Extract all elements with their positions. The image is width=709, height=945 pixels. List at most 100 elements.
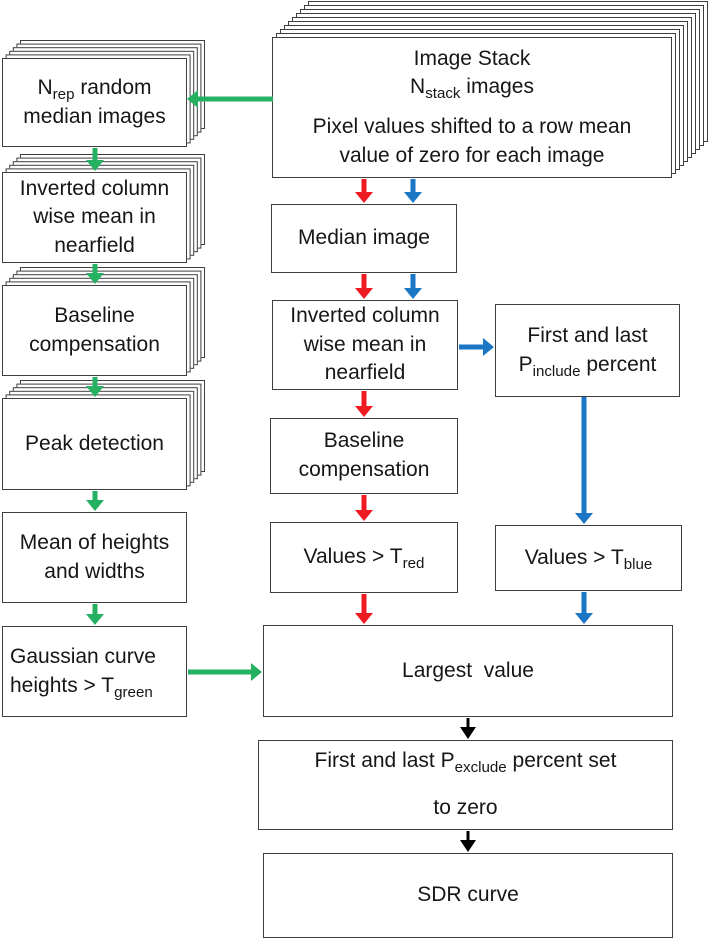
image-stack-description: Pixel values shifted to a row mean value… (312, 115, 632, 167)
arrow-head (187, 90, 198, 108)
node-label: SDR curve (417, 883, 519, 907)
label-subscript: green (114, 683, 153, 701)
exclude-line2: to zero (433, 796, 498, 819)
arrow-shaft (92, 491, 98, 502)
node-label: Nrep random median images (3, 74, 186, 131)
arrow-red-down-3 (355, 391, 373, 417)
node-face: Inverted column wise mean in nearfield (2, 172, 187, 263)
node-label: Baseline compensation (29, 303, 160, 356)
label-subscript: rep (52, 86, 75, 104)
arrow-shaft (92, 377, 98, 388)
arrow-head (355, 288, 373, 299)
node-label: Mean of heights and widths (19, 530, 170, 583)
node-face: Peak detection (2, 398, 187, 490)
arrow-head (460, 840, 476, 852)
node-face: Image Stack Nstack images Pixel values s… (272, 37, 672, 178)
arrow-green-gaussian-to-largest (188, 663, 262, 681)
label-text: random median images (23, 75, 166, 128)
arrow-green-down-3 (86, 377, 104, 397)
node-values-above-t-blue: Values > Tblue (495, 525, 682, 591)
node-label: Values > Tblue (496, 544, 681, 573)
arrow-blue-down-1 (404, 179, 422, 203)
arrow-green-stack-to-nrep (187, 90, 273, 108)
arrow-shaft (361, 495, 367, 512)
node-inverted-columnwise-mean-mid: Inverted column wise mean in nearfield (272, 300, 458, 390)
node-face: Nrep random median images (2, 58, 187, 147)
arrow-shaft (188, 669, 252, 675)
node-face: Baseline compensation (2, 285, 187, 376)
arrow-shaft (92, 264, 98, 275)
label-text: N (410, 75, 426, 99)
arrow-head (404, 192, 422, 203)
node-label: Inverted column wise mean in nearfield (290, 304, 440, 385)
arrow-head (355, 510, 373, 521)
image-stack-title: Image Stack (413, 46, 531, 70)
arrow-head (86, 386, 104, 397)
label-subscript: exclude (454, 759, 507, 777)
node-label: First and last Pexclude percent set to z… (259, 747, 672, 822)
label-text: Largest value (402, 658, 534, 682)
node-label: Largest value (264, 657, 672, 686)
node-mean-heights-widths: Mean of heights and widths (2, 512, 187, 603)
arrow-head (86, 273, 104, 284)
arrow-green-down-4 (86, 491, 104, 511)
arrow-shaft (197, 96, 273, 102)
arrow-green-down-2 (86, 264, 104, 284)
node-nrep-random-median-images: Nrep random median images (2, 40, 205, 147)
label-text: N (37, 75, 53, 99)
label-text: First and last P (518, 323, 648, 376)
arrow-shaft (466, 718, 470, 728)
node-inverted-columnwise-mean-left: Inverted column wise mean in nearfield (2, 154, 205, 263)
node-label: Inverted column wise mean in nearfield (19, 176, 170, 257)
node-exclude-percent-zero: First and last Pexclude percent set to z… (258, 740, 673, 830)
node-sdr-curve: SDR curve (263, 853, 673, 938)
arrow-shaft (410, 274, 416, 290)
arrow-head (483, 338, 494, 356)
arrow-head (86, 500, 104, 511)
arrow-shaft (361, 391, 367, 408)
node-image-stack: Image Stack Nstack images Pixel values s… (272, 1, 708, 178)
arrow-head (355, 406, 373, 417)
arrow-shaft (466, 831, 470, 841)
label-text: Values > T (524, 545, 624, 569)
node-label: Image Stack Nstack images Pixel values s… (273, 45, 671, 170)
arrow-head (575, 613, 593, 624)
node-label: First and last Pinclude percent (496, 322, 679, 379)
node-label: Median image (298, 226, 430, 250)
arrow-green-down-5 (86, 604, 104, 625)
label-text: images (460, 75, 534, 99)
arrow-black-largest-to-exclude (459, 718, 477, 739)
arrow-red-down-4 (355, 495, 373, 521)
node-baseline-compensation-left: Baseline compensation (2, 267, 205, 376)
arrow-shaft (92, 148, 98, 162)
label-text: Values > T (303, 545, 403, 569)
arrow-shaft (581, 397, 587, 515)
arrow-blue-to-include (459, 338, 494, 356)
arrow-shaft (361, 179, 367, 194)
node-median-image: Median image (271, 204, 457, 273)
node-baseline-compensation-mid: Baseline compensation (270, 418, 458, 494)
arrow-head (404, 288, 422, 299)
arrow-shaft (410, 179, 416, 194)
label-subscript: blue (623, 555, 653, 573)
node-first-last-include-percent: First and last Pinclude percent (495, 304, 680, 397)
arrow-head (575, 513, 593, 524)
node-label: Gaussian curve heights > Tgreen (3, 643, 186, 700)
arrow-shaft (361, 594, 367, 615)
label-text: First and last P (314, 749, 455, 773)
arrow-head (86, 160, 104, 171)
node-label: Values > Tred (271, 543, 457, 572)
node-values-above-t-red: Values > Tred (270, 522, 458, 593)
arrow-black-exclude-to-sdr (459, 831, 477, 852)
arrow-head (251, 663, 262, 681)
label-subscript: stack (425, 85, 461, 103)
arrow-head (460, 727, 476, 739)
label-text: percent (580, 352, 657, 376)
label-subscript: red (402, 555, 425, 573)
arrow-blue-down-2 (404, 274, 422, 299)
arrow-shaft (361, 274, 367, 290)
arrow-shaft (92, 604, 98, 616)
arrow-shaft (581, 592, 587, 615)
node-largest-value: Largest value (263, 625, 673, 717)
